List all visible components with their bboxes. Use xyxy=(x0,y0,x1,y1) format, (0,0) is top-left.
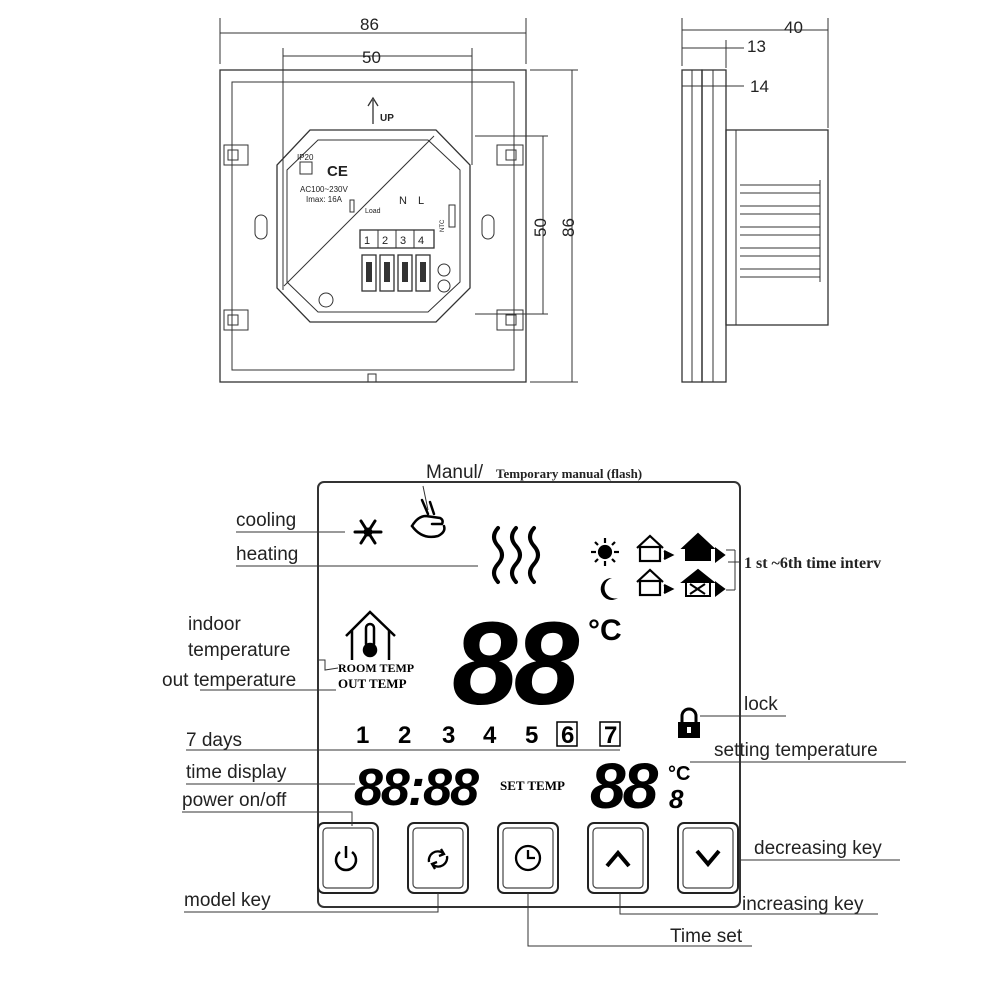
clock-icon xyxy=(514,844,542,872)
front-view: UP IP20 CE AC100~230V Imax: 16A Load N L… xyxy=(219,15,578,383)
width-total-label: 86 xyxy=(360,15,379,34)
house-leave-icon-2 xyxy=(636,568,675,597)
power-icon xyxy=(334,846,358,872)
lock-icon xyxy=(678,707,700,738)
decrease-button[interactable] xyxy=(677,822,739,894)
down-chevron-icon xyxy=(695,849,721,868)
time-display-label: time display xyxy=(186,762,287,783)
up-label: UP xyxy=(380,113,394,124)
l-label: L xyxy=(418,195,424,207)
setting-temperature-label: setting temperature xyxy=(714,740,878,761)
width-inner-label: 50 xyxy=(362,48,381,67)
ip-label: IP20 xyxy=(297,153,314,162)
plate-clips xyxy=(223,144,524,383)
house-home-icon xyxy=(680,532,726,563)
ce-mark: CE xyxy=(327,163,348,180)
base-body-inner xyxy=(286,139,461,313)
side-fins xyxy=(740,180,821,282)
lock-label: lock xyxy=(744,694,778,715)
day-7: 7 xyxy=(604,722,617,749)
manual-rest-label: Temporary manual (flash) xyxy=(496,466,642,481)
base-body xyxy=(276,129,471,323)
cooling-label: cooling xyxy=(236,510,296,531)
height-inner-label: 50 xyxy=(531,218,550,237)
heat-waves-icon xyxy=(492,526,540,584)
inner-plate xyxy=(231,81,515,371)
time-set-button[interactable] xyxy=(497,822,559,894)
intervals-label: 1 st ~6th time interv xyxy=(744,555,881,572)
indoor-label-2: temperature xyxy=(188,640,290,661)
snowflake-icon xyxy=(353,519,383,545)
increasing-label: increasing key xyxy=(742,894,864,915)
mode-button[interactable] xyxy=(407,822,469,894)
lcd-frame xyxy=(317,481,741,908)
up-arrow-icon xyxy=(367,96,379,124)
indoor-label-1: indoor xyxy=(188,614,241,635)
manual-label: Manul/ xyxy=(426,462,484,483)
svg-text:1: 1 xyxy=(364,235,370,247)
set-temp-unit: °C xyxy=(668,763,690,785)
main-temp-unit: °C xyxy=(588,614,622,647)
terminal-block: 1 2 3 4 xyxy=(318,199,456,308)
decreasing-label: decreasing key xyxy=(754,838,882,859)
day-indicators: 1 2 3 4 5 6 7 xyxy=(356,721,621,749)
depth-total-label: 40 xyxy=(784,18,803,37)
house-leave-icon xyxy=(636,534,675,563)
side-dimension-lines xyxy=(681,18,829,128)
side-panel xyxy=(701,69,727,383)
ntc-label: NTC xyxy=(440,219,446,232)
sun-icon xyxy=(591,538,619,566)
svg-text:3: 3 xyxy=(400,235,406,247)
diagonal-line xyxy=(283,135,435,287)
power-label: power on/off xyxy=(182,790,287,811)
increase-button[interactable] xyxy=(587,822,649,894)
rating-line-1: AC100~230V xyxy=(300,185,348,194)
load-label: Load xyxy=(365,208,381,215)
time-set-label: Time set xyxy=(670,926,743,947)
out-temp-label: OUT TEMP xyxy=(338,676,407,691)
rating-line-2: Imax: 16A xyxy=(306,195,343,204)
day-4: 4 xyxy=(483,722,497,749)
up-chevron-icon xyxy=(605,849,631,868)
svg-text:2: 2 xyxy=(382,235,388,247)
side-view: 40 13 14 xyxy=(681,18,829,383)
svg-text:4: 4 xyxy=(418,235,424,247)
power-button[interactable] xyxy=(317,822,379,894)
seven-days-label: 7 days xyxy=(186,730,242,751)
main-temp-digits: 88 xyxy=(452,598,580,730)
ip-box xyxy=(299,161,313,175)
mode-cycle-icon xyxy=(427,848,449,870)
dimension-lines xyxy=(219,18,578,383)
moon-icon xyxy=(600,577,618,600)
heating-label: heating xyxy=(236,544,298,565)
day-5: 5 xyxy=(525,722,538,749)
time-digits: 88:88 xyxy=(354,759,479,817)
day-1: 1 xyxy=(356,722,369,749)
room-house-icon xyxy=(345,610,396,660)
hand-icon xyxy=(410,498,446,539)
callouts: Manul/ Temporary manual (flash) cooling … xyxy=(162,462,906,947)
depth-front-label: 13 xyxy=(747,37,766,56)
day-2: 2 xyxy=(398,722,411,749)
house-away-icon xyxy=(680,568,726,597)
day-6: 6 xyxy=(561,722,574,749)
model-key-label: model key xyxy=(184,890,271,911)
day-3: 3 xyxy=(442,722,455,749)
lcd-face: ROOM TEMP OUT TEMP 88 °C 1 2 3 4 5 6 7 8… xyxy=(317,481,741,908)
out-temperature-label: out temperature xyxy=(162,670,296,691)
set-temp-label: SET TEMP xyxy=(500,778,565,793)
n-label: N xyxy=(399,195,407,207)
room-temp-label: ROOM TEMP xyxy=(338,661,414,675)
side-body xyxy=(725,129,829,326)
depth-panel-label: 14 xyxy=(750,77,769,96)
set-temp-digits: 88 xyxy=(590,750,659,822)
height-total-label: 86 xyxy=(559,218,578,237)
set-temp-decimal: 8 xyxy=(669,784,684,814)
